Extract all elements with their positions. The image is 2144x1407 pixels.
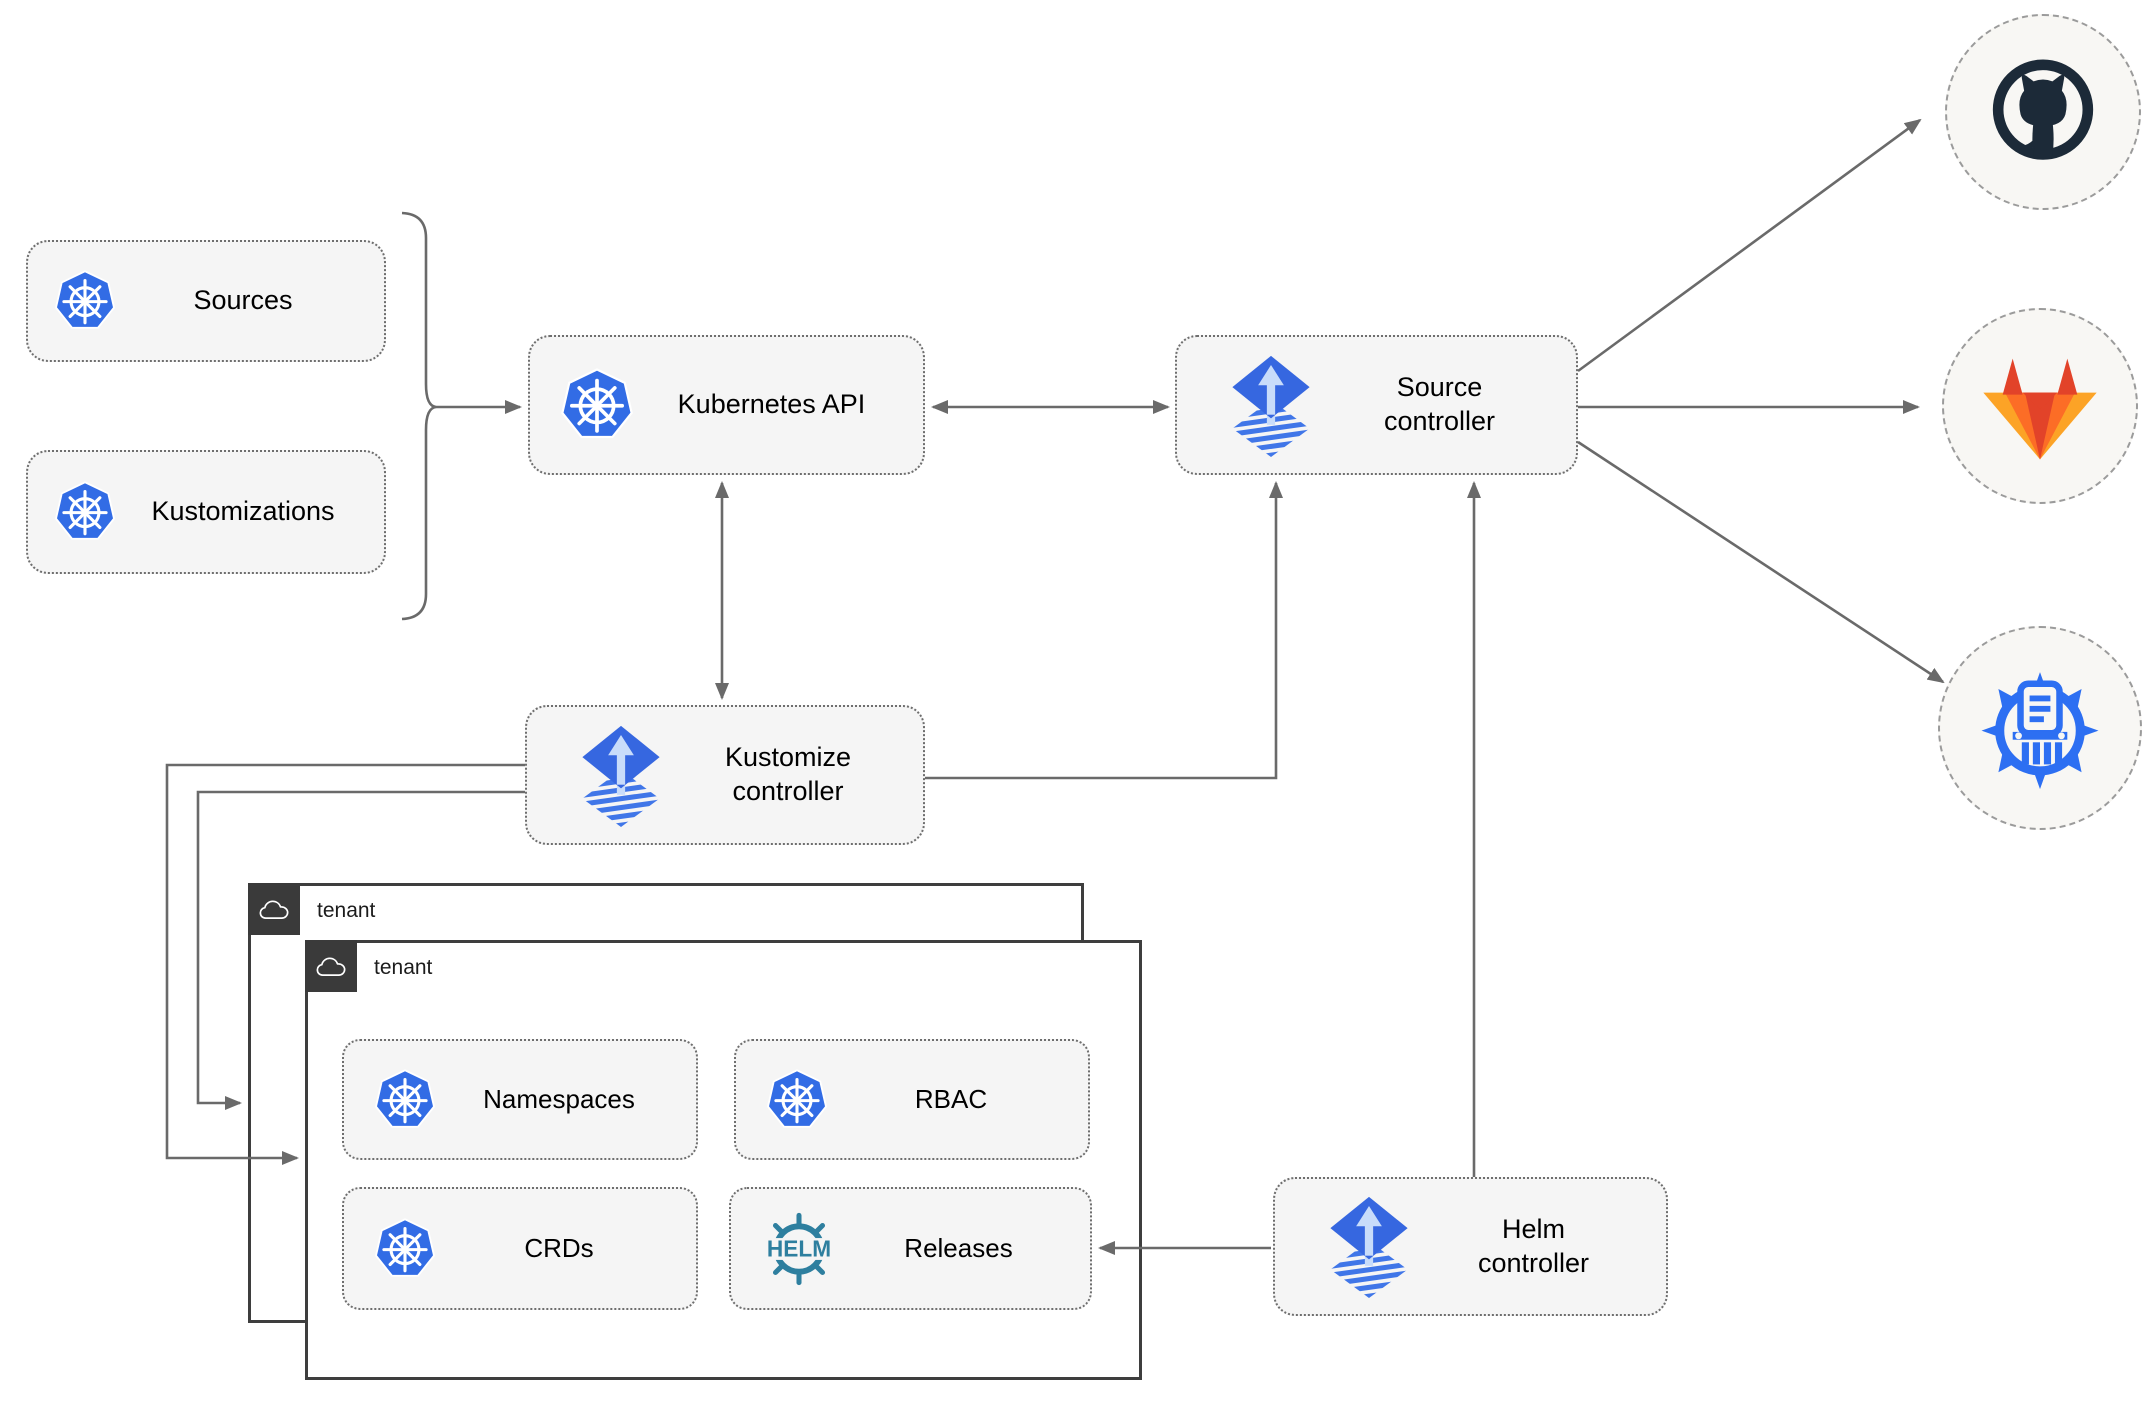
tenant-header <box>305 940 357 992</box>
tenant-header <box>248 883 300 935</box>
node-kubernetes-api: Kubernetes API <box>528 335 925 475</box>
endpoint-gitlab <box>1942 308 2138 504</box>
node-label: Sources <box>193 285 293 316</box>
cloud-icon <box>316 957 346 976</box>
node-kustomizations: Kustomizations <box>26 450 386 574</box>
grouping-brace <box>401 211 437 621</box>
node-label: Namespaces <box>483 1084 635 1115</box>
endpoint-chartmuseum <box>1938 626 2142 830</box>
tenant-box-front: tenant <box>305 940 1142 1380</box>
chartmuseum-icon <box>1981 672 2099 790</box>
node-crds: CRDs <box>342 1187 698 1310</box>
tenant-label: tenant <box>317 899 376 922</box>
node-kustomize-controller: Kustomize controller <box>525 705 925 845</box>
node-label: Kubernetes API <box>677 389 866 420</box>
node-releases: HELM Releases <box>729 1187 1092 1310</box>
node-label: CRDs <box>524 1233 594 1264</box>
kubernetes-icon <box>54 270 116 332</box>
node-rbac: RBAC <box>734 1039 1090 1160</box>
node-label: Helm controller <box>1477 1213 1590 1278</box>
flux-icon <box>1323 1195 1415 1298</box>
kubernetes-icon <box>766 1068 828 1131</box>
node-label: RBAC <box>914 1084 988 1115</box>
node-sources: Sources <box>26 240 386 362</box>
node-label: Kustomize controller <box>724 742 852 806</box>
flux-icon <box>575 724 667 827</box>
node-label: Source controller <box>1383 372 1496 436</box>
node-helm-controller: Helm controller <box>1273 1177 1668 1316</box>
endpoint-github <box>1945 14 2141 210</box>
node-namespaces: Namespaces <box>342 1039 698 1160</box>
node-label: Releases <box>904 1233 1013 1264</box>
kubernetes-icon <box>560 368 634 442</box>
tenant-label: tenant <box>374 956 433 979</box>
kubernetes-icon <box>54 481 116 543</box>
node-source-controller: Source controller <box>1175 335 1578 475</box>
kubernetes-icon <box>374 1068 436 1131</box>
github-icon <box>1992 59 2094 160</box>
gitlab-icon <box>1983 358 2097 460</box>
helm-icon: HELM <box>757 1207 841 1291</box>
cloud-icon <box>259 900 289 919</box>
node-label: Kustomizations <box>151 496 335 527</box>
kubernetes-icon <box>374 1217 436 1280</box>
helm-wordmark: HELM <box>767 1235 831 1261</box>
flux-icon <box>1225 354 1317 457</box>
